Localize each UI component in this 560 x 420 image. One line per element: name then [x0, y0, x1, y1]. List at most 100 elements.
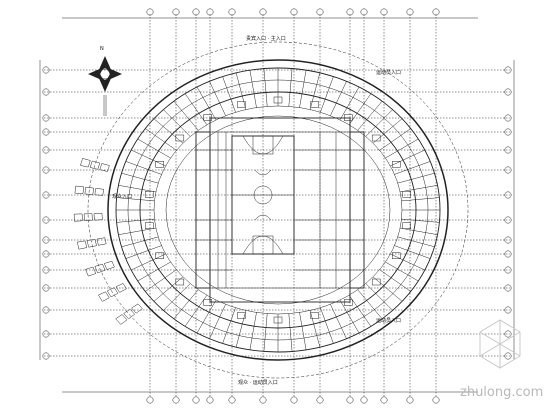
radial-line — [184, 295, 208, 327]
seat-block — [93, 213, 103, 221]
radial-line — [365, 109, 393, 137]
seat-block — [103, 260, 115, 270]
radial-line — [137, 138, 171, 159]
ring-room — [371, 134, 381, 142]
grid-bubble — [172, 396, 180, 404]
radial-line — [339, 299, 360, 334]
grid-bubble — [406, 396, 414, 404]
grid-bubble — [146, 396, 154, 404]
radial-line — [385, 261, 419, 282]
grid-bubble — [380, 396, 388, 404]
radial-line — [379, 269, 411, 292]
radial-line — [348, 93, 372, 125]
grid-bubble — [42, 236, 50, 244]
grid-bubble — [146, 8, 154, 16]
ring-room — [237, 101, 246, 108]
inner-building — [195, 117, 365, 303]
ring-room — [371, 278, 381, 286]
radial-line — [339, 86, 360, 121]
ring-room — [203, 299, 212, 306]
radial-line — [372, 276, 403, 302]
grid-bubble — [42, 284, 50, 292]
radial-line — [125, 161, 162, 175]
grid-bubble — [42, 114, 50, 122]
radial-line — [118, 227, 156, 235]
ring-room — [310, 312, 319, 319]
radial-line — [125, 245, 162, 259]
ring-room — [310, 101, 319, 108]
ring-room — [175, 278, 185, 286]
ring-room — [402, 222, 411, 229]
radial-line — [357, 101, 383, 131]
radial-line — [330, 81, 347, 116]
north-arrow — [88, 56, 122, 116]
radial-line — [131, 149, 166, 167]
grid-bubble — [42, 306, 50, 314]
seat-block — [94, 188, 104, 196]
radial-line — [209, 81, 226, 116]
radial-line — [365, 283, 393, 311]
grid-bubble — [504, 330, 512, 338]
grid-bubble — [42, 266, 50, 274]
radial-line — [137, 261, 171, 282]
radial-line — [397, 172, 435, 184]
vertical-grid-lines — [149, 14, 437, 396]
grid-bubble — [206, 8, 214, 16]
grid-bubble — [346, 8, 354, 16]
radial-line — [121, 236, 159, 248]
radial-line — [330, 304, 347, 339]
grid-bubble — [504, 306, 512, 314]
seat-block — [131, 303, 143, 314]
radial-line — [249, 70, 257, 108]
seat-block — [74, 185, 85, 195]
grid-bubble — [192, 8, 200, 16]
ring-room — [273, 316, 283, 324]
grid-bubble — [504, 266, 512, 274]
grid-bubble — [504, 114, 512, 122]
radial-line — [116, 218, 155, 223]
radial-line — [118, 185, 156, 193]
grid-bubble — [360, 8, 368, 16]
grid-axis-bubbles — [42, 8, 512, 404]
radial-line — [153, 276, 184, 302]
dimension-frame — [39, 17, 515, 393]
radial-line — [390, 149, 425, 167]
radial-line — [263, 313, 268, 352]
entrance-label-left: 观众入口 — [112, 194, 132, 200]
seat-block — [76, 240, 87, 250]
grid-bubble — [346, 396, 354, 404]
seat-block — [94, 263, 106, 274]
ring-room — [392, 161, 401, 168]
grid-bubble — [206, 396, 214, 404]
ring-room — [237, 312, 246, 319]
radial-line — [390, 253, 425, 271]
room-partitions — [145, 96, 411, 324]
radial-line — [209, 304, 226, 339]
radial-line — [401, 218, 440, 223]
grid-bubble — [42, 330, 50, 338]
radial-line — [401, 197, 440, 202]
radial-line — [116, 197, 155, 202]
radial-line — [397, 236, 435, 248]
radial-line — [235, 72, 247, 110]
ring-room — [145, 222, 154, 229]
grid-bubble — [290, 8, 298, 16]
seat-block — [115, 283, 127, 293]
north-label: N — [100, 46, 104, 52]
grid-bubble — [406, 8, 414, 16]
ring-room — [273, 96, 283, 104]
grid-bubble — [259, 8, 267, 16]
radial-line — [222, 307, 236, 344]
entrance-label-right-top: 运动员入口 — [376, 69, 401, 76]
radial-line — [299, 70, 307, 108]
ring-room — [175, 134, 185, 142]
grid-bubble — [259, 396, 267, 404]
radial-line — [131, 253, 166, 271]
radial-line — [145, 128, 177, 151]
grid-bubble — [504, 284, 512, 292]
radial-line — [385, 138, 419, 159]
seat-block — [106, 287, 119, 298]
radial-line — [121, 172, 159, 184]
